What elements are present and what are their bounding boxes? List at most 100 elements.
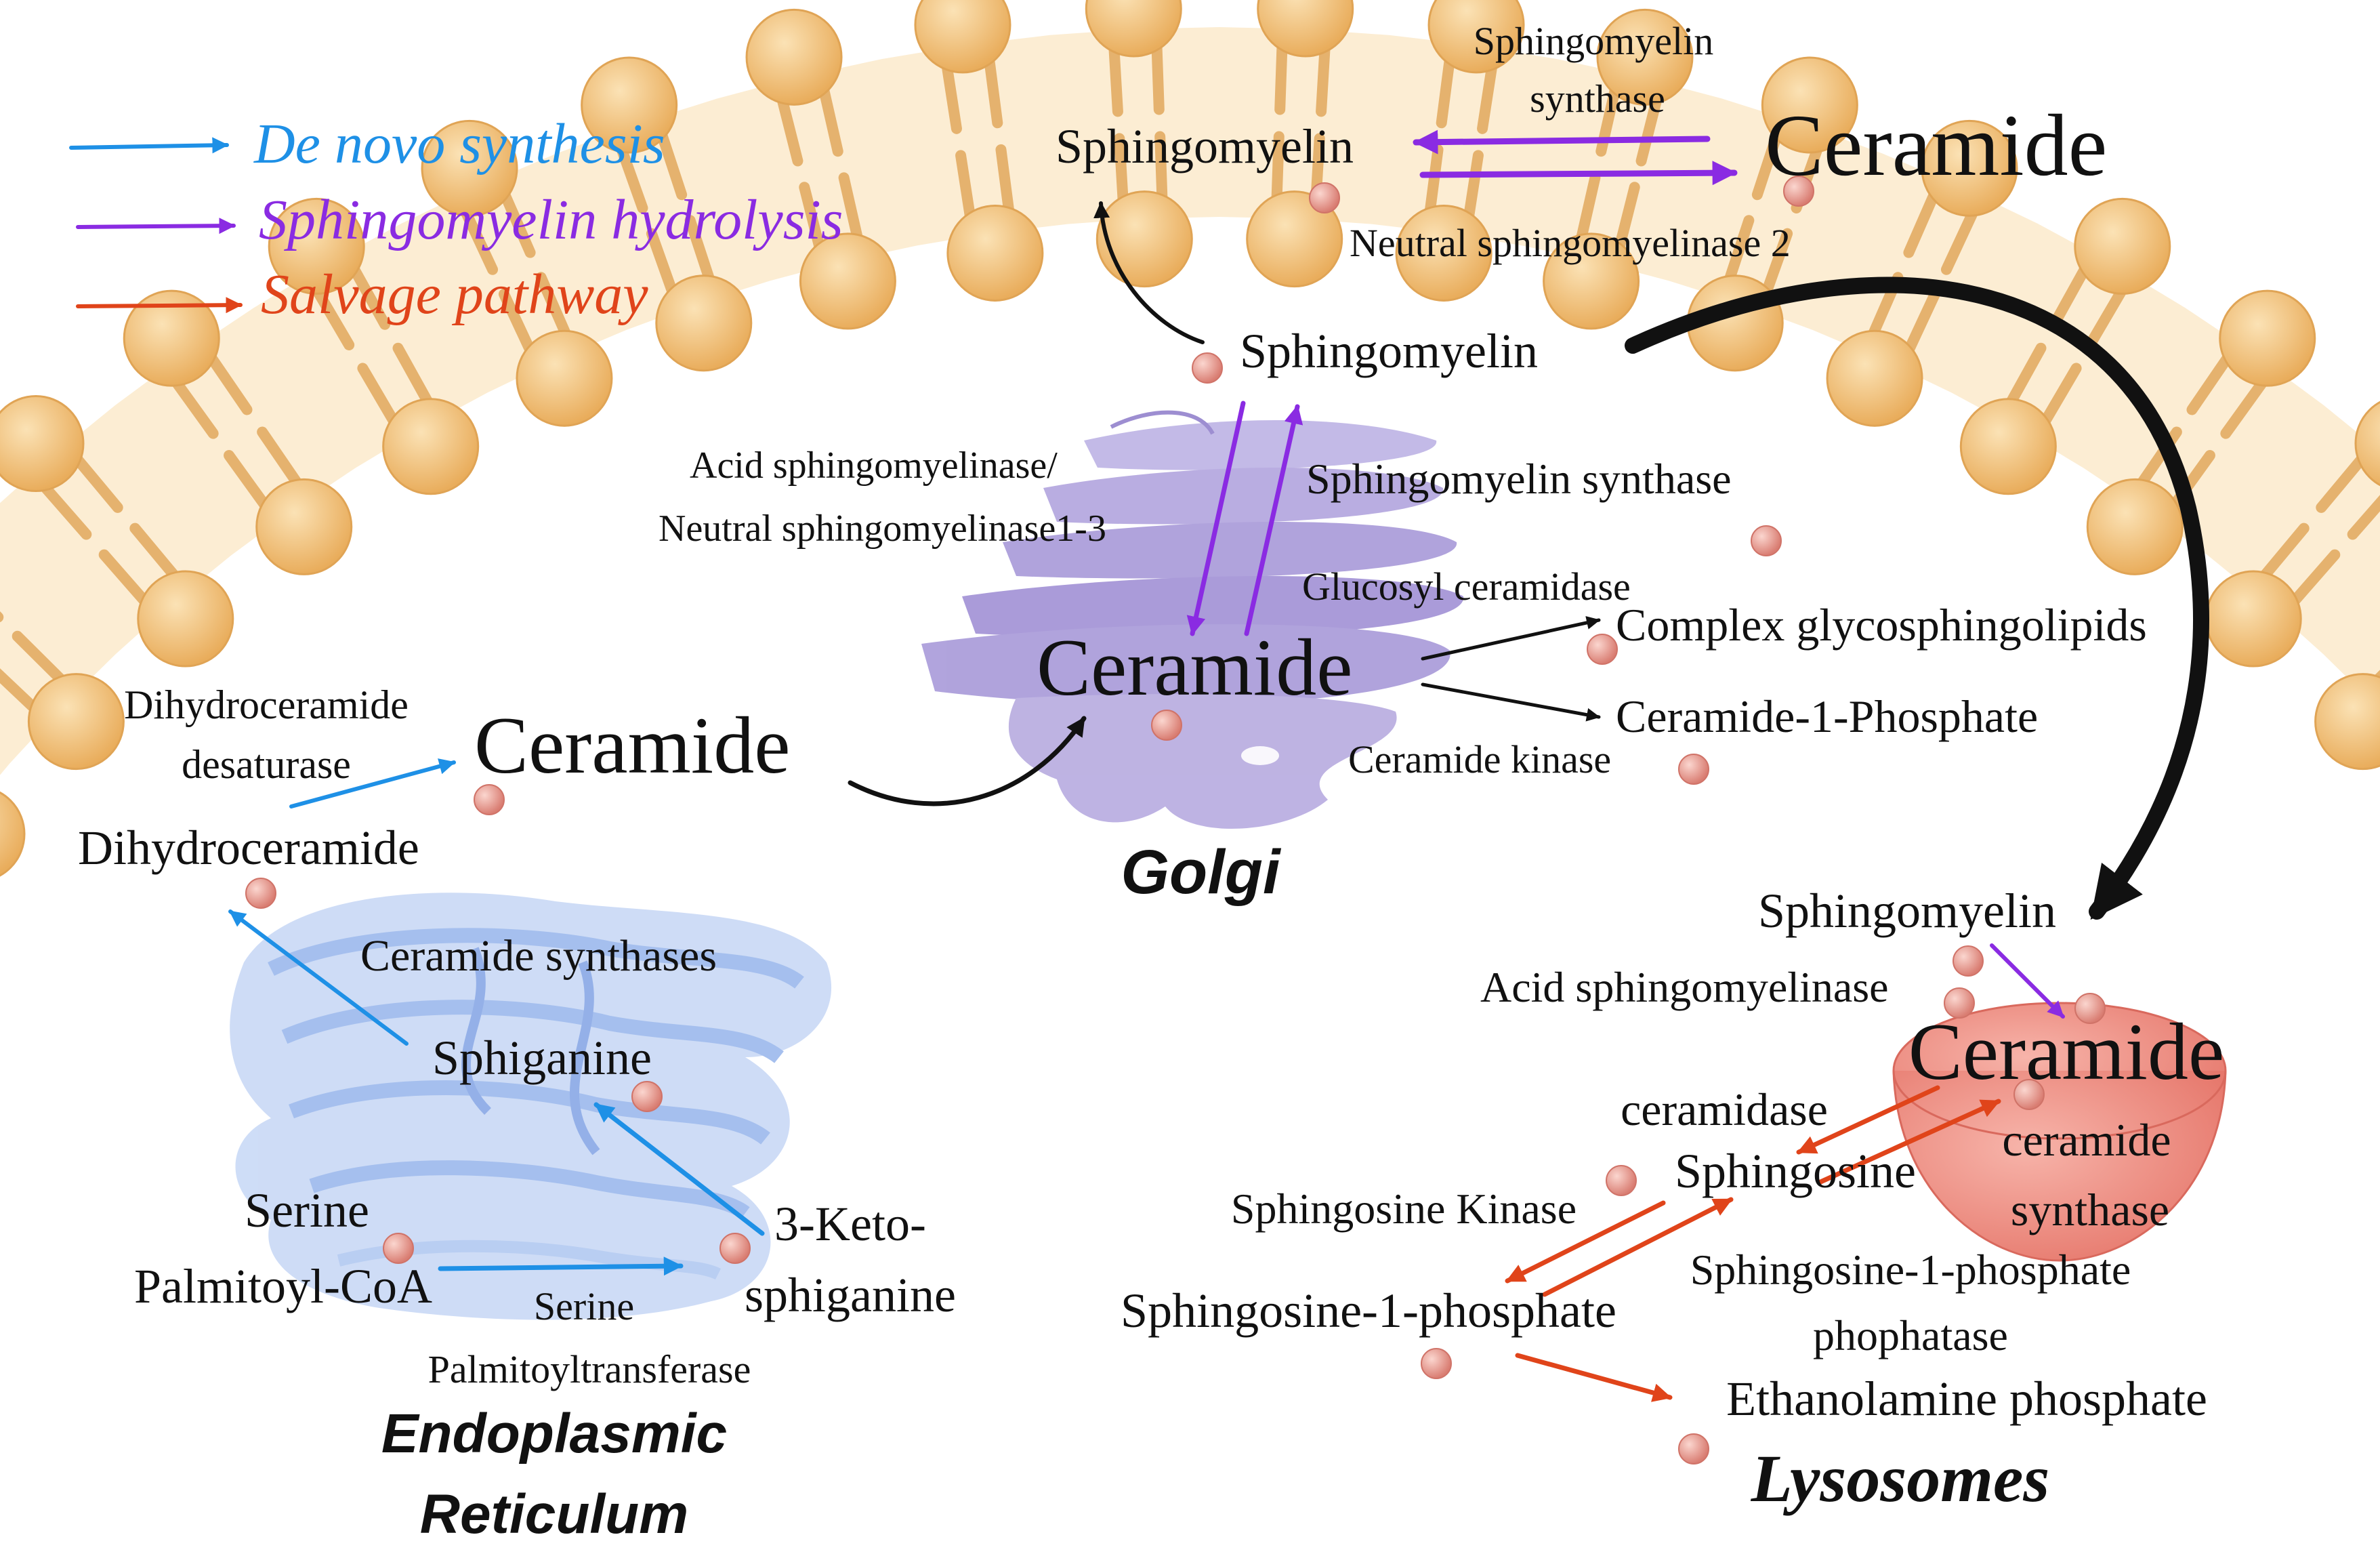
membrane-sm-synthase-line2: synthase xyxy=(1530,77,1665,121)
lipid-head xyxy=(914,0,1011,74)
lipid-head xyxy=(2354,401,2380,487)
arrow-lyso-ceramide-synthase xyxy=(1816,1099,2001,1185)
lipid-head xyxy=(1095,190,1193,288)
membrane-sm-synthase-line1: Sphingomyelin xyxy=(1474,19,1713,63)
arrow-golgi-sm-synthase xyxy=(1244,404,1303,636)
arrow-keto-to-sphiganine xyxy=(593,1102,765,1236)
golgi-apparatus xyxy=(921,410,1464,829)
er-dhcd-line2: desaturase xyxy=(182,742,351,787)
membrane-band xyxy=(0,27,2380,775)
lipid-head xyxy=(421,119,518,217)
er-palmitoyl-coa: Palmitoyl-CoA xyxy=(134,1259,432,1313)
arrow-membrane-nsmase2 xyxy=(1419,161,1738,186)
arrow-golgi-c1p xyxy=(1421,682,1601,722)
lyso-title: Lysosomes xyxy=(1751,1441,2050,1516)
molecule-dot xyxy=(1783,176,1814,207)
arrow-membrane-to-lysosome xyxy=(1625,277,2209,920)
lipid-head xyxy=(745,8,843,106)
er-ceramide: Ceramide xyxy=(474,700,790,790)
endoplasmic-reticulum xyxy=(230,893,832,1320)
legend-arrow-salvage xyxy=(76,297,243,314)
molecule-dot xyxy=(1587,634,1618,665)
molecule-dot xyxy=(1309,182,1340,213)
lipid-head xyxy=(1395,204,1492,302)
golgi-ceramide-kinase: Ceramide kinase xyxy=(1348,737,1611,781)
lipid-head xyxy=(1596,8,1694,106)
lipid-head xyxy=(27,673,125,771)
lipid-head xyxy=(0,395,85,492)
er-ceramide-synthases: Ceramide synthases xyxy=(360,931,717,981)
arrow-serine-to-keto xyxy=(438,1256,684,1276)
lipid-head xyxy=(1257,0,1354,58)
legend-arrow-de-novo xyxy=(69,137,229,154)
lipid-head xyxy=(1427,0,1525,74)
lyso-sphingomyelin: Sphingomyelin xyxy=(1758,884,2056,938)
golgi-title: Golgi xyxy=(1121,838,1282,907)
legend-arrow-hydrolysis xyxy=(76,218,236,234)
lyso-cs-line2: synthase xyxy=(2011,1184,2169,1235)
lipid-head xyxy=(2205,570,2302,668)
lyso-sphk: Sphingosine Kinase xyxy=(1231,1185,1577,1233)
lipid-head xyxy=(0,791,26,877)
arrow-lyso-asm xyxy=(1990,943,2065,1019)
lipid-head xyxy=(2074,197,2171,295)
lipid-head xyxy=(516,329,613,427)
er-dhcd-line1: Dihydroceramide xyxy=(124,682,409,727)
er-title-line1: Endoplasmic xyxy=(381,1403,727,1465)
molecule-dot xyxy=(245,878,276,909)
lyso-sphingosine: Sphingosine xyxy=(1675,1144,1916,1198)
molecule-dot xyxy=(1678,754,1709,785)
molecule-dot xyxy=(719,1233,751,1264)
er-title-line2: Reticulum xyxy=(420,1483,688,1545)
lipid-head xyxy=(123,289,220,387)
golgi-c1p: Ceramide-1-Phosphate xyxy=(1616,691,2038,742)
arrow-lyso-s1pp xyxy=(1542,1197,1734,1297)
lipid-head xyxy=(268,197,365,295)
lipid-head xyxy=(137,570,234,668)
er-keto-line1: 3-Keto- xyxy=(774,1197,926,1251)
lyso-ceramide: Ceramide xyxy=(1908,1006,2224,1097)
lipid-head xyxy=(1959,398,2057,495)
molecule-dot xyxy=(1421,1348,1452,1379)
molecule-dots xyxy=(245,176,2106,1465)
er-serine: Serine xyxy=(245,1183,369,1237)
lipid-head xyxy=(1543,232,1640,330)
golgi-asm-line2: Neutral sphingomyelinase1-3 xyxy=(659,508,1106,550)
arrow-lyso-sphk xyxy=(1505,1200,1666,1284)
lipid-head xyxy=(581,56,678,154)
er-sphiganine: Sphiganine xyxy=(432,1031,652,1085)
lysosome xyxy=(1892,1002,2227,1262)
er-spt-line2: Palmitoyltransferase xyxy=(428,1347,751,1391)
lipid-head xyxy=(799,232,896,330)
arrow-golgi-asm xyxy=(1186,401,1246,636)
lipid-head xyxy=(1921,119,2018,217)
arrow-er-to-golgi xyxy=(848,716,1087,806)
arrow-membrane-synthase xyxy=(1413,129,1711,155)
molecule-dot xyxy=(1953,945,1984,977)
legend-salvage: Salvage pathway xyxy=(261,263,648,326)
lyso-s1pp-line2: phophatase xyxy=(1813,1311,2008,1359)
golgi-asm-line1: Acid sphingomyelinase/ xyxy=(690,445,1058,487)
lipid-head xyxy=(2314,673,2380,771)
molecule-dot xyxy=(1944,987,1975,1019)
pathway-arrows xyxy=(69,129,2209,1402)
molecule-dot xyxy=(1606,1165,1637,1196)
er-dihydroceramide: Dihydroceramide xyxy=(78,821,419,875)
membrane-sphingomyelin: Sphingomyelin xyxy=(1056,119,1354,173)
lipid-head xyxy=(1246,190,1343,288)
lyso-cs-line1: ceramide xyxy=(2002,1114,2171,1166)
golgi-ceramide: Ceramide xyxy=(1037,622,1352,712)
lipid-head xyxy=(1826,329,1923,427)
lipid-head xyxy=(1761,56,1858,154)
golgi-sm-synthase: Sphingomyelin synthase xyxy=(1306,455,1732,503)
membrane-nsmase2: Neutral sphingomyelinase 2 xyxy=(1350,221,1791,265)
legend-de-novo: De novo synthesis xyxy=(253,112,665,176)
lipid-head xyxy=(382,398,480,495)
golgi-sphingomyelin: Sphingomyelin xyxy=(1240,324,1538,378)
molecule-dot xyxy=(1151,710,1182,741)
molecule-dot xyxy=(474,784,505,815)
molecule-dot xyxy=(2074,993,2106,1024)
legend-hydrolysis: Sphingomyelin hydrolysis xyxy=(259,188,843,251)
